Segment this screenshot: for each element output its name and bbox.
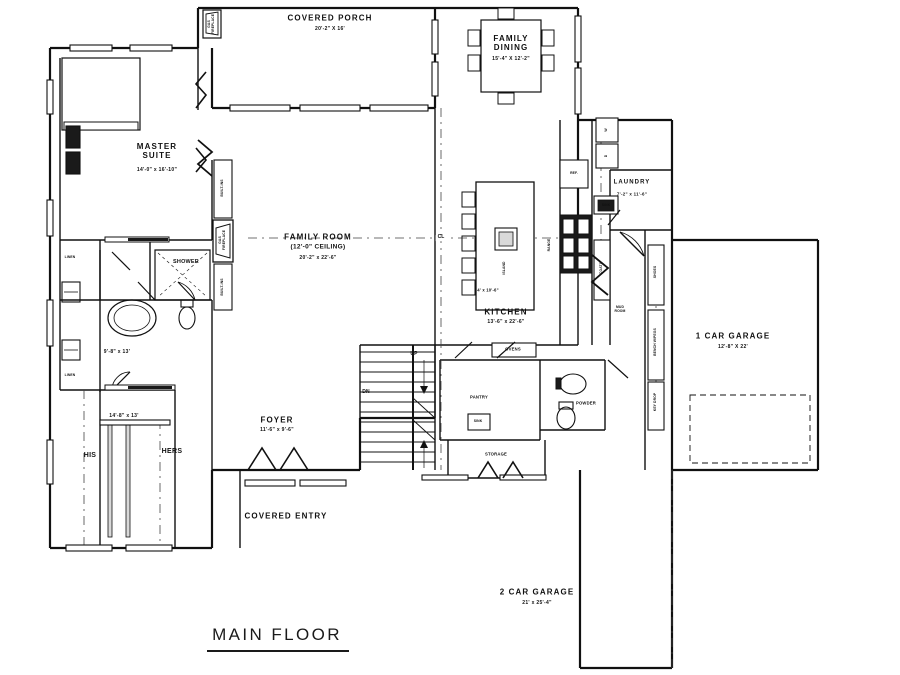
garage-outline-dashed — [689, 394, 811, 464]
doors — [111, 209, 645, 391]
title-underline — [207, 650, 349, 652]
stairs — [360, 345, 436, 470]
archways — [194, 71, 524, 479]
exterior-walls — [48, 6, 820, 670]
fixtures — [61, 7, 665, 538]
angled-wall-jogs — [196, 139, 610, 296]
interior-walls — [59, 48, 672, 548]
pocket-doors — [104, 236, 176, 391]
